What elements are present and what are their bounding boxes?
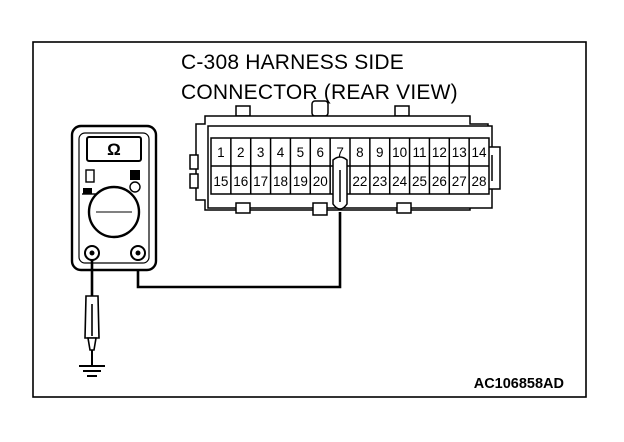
pin-label: 27: [452, 174, 467, 189]
pin-label: 26: [432, 174, 447, 189]
pin-label: 20: [313, 174, 328, 189]
pin-label: 22: [352, 174, 367, 189]
pin-label: 12: [432, 145, 447, 160]
pin-label: 9: [376, 145, 384, 160]
pin-label: 15: [213, 174, 228, 189]
pin-label: 13: [452, 145, 467, 160]
pin-label: 7: [336, 145, 344, 160]
pin-label: 14: [472, 145, 488, 160]
pin-label: 1: [217, 145, 225, 160]
title-line-1: C-308 HARNESS SIDE: [181, 51, 404, 74]
multimeter: Ω: [70, 124, 158, 272]
test-probe-icon: [84, 295, 100, 351]
pin-label: 2: [237, 145, 245, 160]
pin-label: 28: [472, 174, 487, 189]
pin-label: 25: [412, 174, 427, 189]
range-switch: [85, 169, 95, 183]
pin-label: 8: [356, 145, 364, 160]
ground-symbol-icon: [79, 365, 105, 377]
probe-wire: [136, 212, 342, 289]
mode-indicator: [130, 170, 140, 180]
pin-label: 10: [392, 145, 407, 160]
title-line-2: CONNECTOR (REAR VIEW): [181, 81, 458, 104]
pin-label: 11: [412, 145, 426, 160]
connector-probe: [332, 156, 348, 210]
pin-label: 18: [273, 174, 288, 189]
pin-label: 4: [277, 145, 285, 160]
pin-label: 24: [392, 174, 408, 189]
pin-label: 3: [257, 145, 265, 160]
knob-small: [129, 181, 141, 193]
pin-label: 6: [316, 145, 324, 160]
figure-frame: [32, 41, 587, 398]
pin-label: 5: [297, 145, 305, 160]
pin-label: 19: [293, 174, 308, 189]
meter-display: [86, 136, 142, 162]
pin-dividers: [230, 138, 470, 194]
pin-label: 23: [372, 174, 387, 189]
harness-connector: [189, 100, 501, 216]
ohm-symbol-icon: Ω: [107, 140, 121, 159]
pin-label: 17: [253, 174, 268, 189]
figure-code: AC106858AD: [474, 376, 564, 392]
pin-label: 16: [233, 174, 248, 189]
